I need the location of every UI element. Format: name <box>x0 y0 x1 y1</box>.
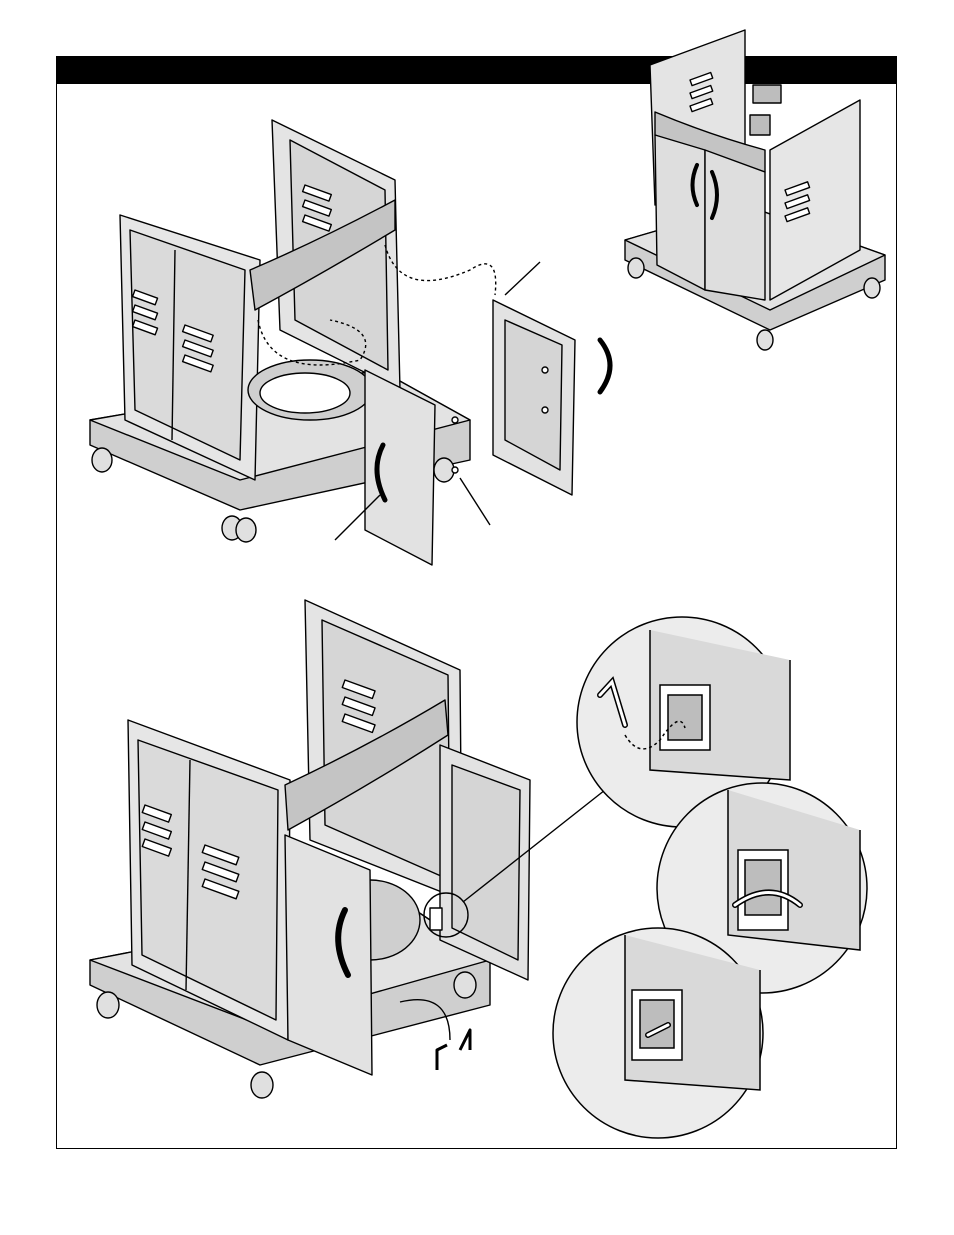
cart-doors-open-view <box>90 600 605 1098</box>
hinge-pin <box>437 1045 447 1070</box>
hinge-pin <box>460 1030 470 1050</box>
hinge-pin-detail-locked <box>553 928 763 1138</box>
regulator-box <box>753 85 781 103</box>
cart-assembled-view <box>625 30 885 350</box>
left-door <box>655 135 705 290</box>
cart-exploded-door-view <box>90 120 610 565</box>
left-door <box>285 835 372 1075</box>
door-handle <box>600 340 610 392</box>
hinge-slot <box>430 908 442 930</box>
assembly-path-arrow <box>385 245 496 295</box>
